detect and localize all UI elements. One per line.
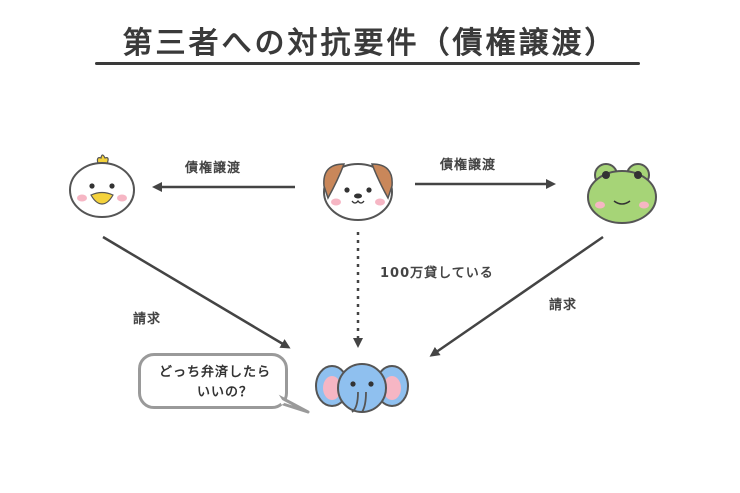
left-assignment-label: 債権譲渡 (185, 161, 242, 176)
loan-label: 100万貸している (380, 266, 494, 281)
elephant-icon (315, 363, 409, 413)
frog-icon (587, 163, 657, 224)
right-claim-label: 請求 (549, 298, 578, 313)
speech-bubble-line-1: どっち弁済したら (159, 365, 272, 380)
speech-bubble: どっち弁済したら いいの？ (138, 353, 288, 409)
duck-icon (69, 154, 135, 218)
speech-bubble-line-2: いいの？ (197, 385, 254, 400)
arrow-frog-to-elephant (429, 235, 604, 357)
arrow-duck-to-elephant (102, 235, 291, 349)
dog-icon (323, 163, 393, 221)
right-assignment-label: 債権譲渡 (440, 158, 497, 173)
left-claim-label: 請求 (133, 312, 162, 327)
page-title: 第三者への対抗要件（債権譲渡） (122, 26, 618, 61)
title-underline (95, 62, 640, 65)
